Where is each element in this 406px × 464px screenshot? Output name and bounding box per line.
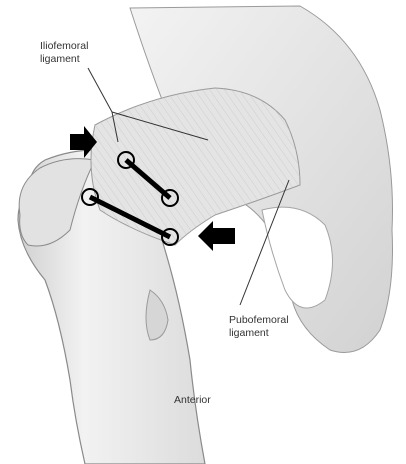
arrow-left-icon xyxy=(198,221,235,251)
pubofemoral-label-line1: Pubofemoral xyxy=(229,314,289,326)
pubofemoral-label-line2: ligament xyxy=(229,327,269,339)
iliofemoral-label-line2: ligament xyxy=(40,53,80,65)
view-label: Anterior xyxy=(174,394,211,406)
iliofemoral-leader-a xyxy=(88,68,112,112)
iliofemoral-label-line1: Iliofemoral xyxy=(40,40,88,52)
